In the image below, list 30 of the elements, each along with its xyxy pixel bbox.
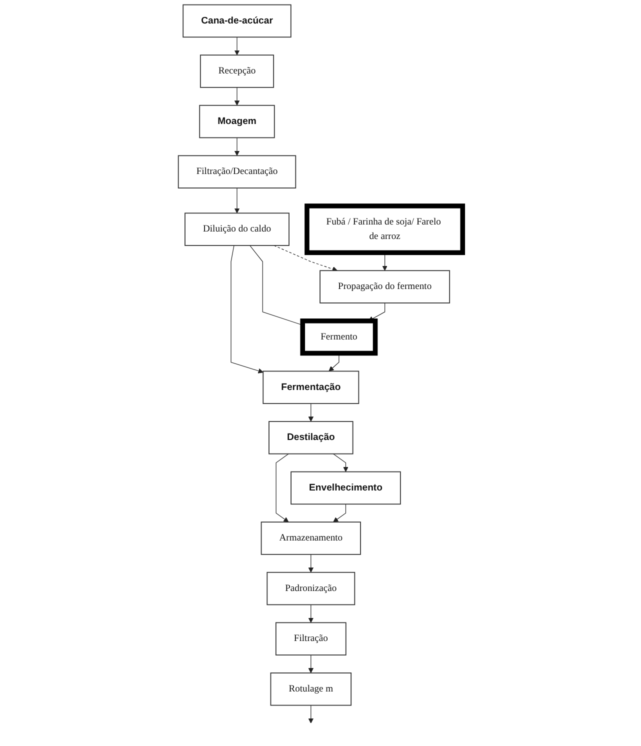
node-box: Envelhecimento: [290, 471, 401, 505]
arrow: [308, 704, 314, 724]
arrow: [274, 245, 338, 272]
node-box: Padronização: [266, 572, 356, 606]
node-box: Filtração: [275, 622, 346, 656]
node-box: Destilação: [268, 421, 354, 454]
node-box: Armazenamento: [260, 522, 361, 555]
node-box: Fubá / Farinha de soja/ Farelo de arroz: [304, 204, 466, 256]
arrow: [333, 504, 346, 522]
node-box: Moagem: [199, 104, 275, 138]
arrow: [333, 454, 348, 472]
node-box: Fermento: [300, 318, 378, 356]
arrow: [234, 137, 240, 156]
arrow: [230, 245, 264, 374]
arrow: [234, 87, 240, 106]
arrow: [234, 36, 240, 56]
node-box: Fermentação: [262, 370, 360, 404]
node-box: Rotulage m: [270, 672, 352, 706]
node-box: Recepção: [200, 54, 274, 88]
node-box: Diluição do caldo: [184, 212, 290, 246]
arrow: [308, 654, 314, 674]
arrow: [276, 454, 289, 522]
node-box: Filtração/Decantação: [178, 155, 296, 188]
arrow: [308, 403, 314, 422]
arrow: [234, 188, 240, 214]
arrow: [308, 554, 314, 573]
node-box: Cana-de-acúcar: [182, 4, 292, 38]
arrow: [308, 604, 314, 623]
arrow: [368, 302, 386, 322]
node-box: Propagação do fermento: [320, 270, 450, 304]
